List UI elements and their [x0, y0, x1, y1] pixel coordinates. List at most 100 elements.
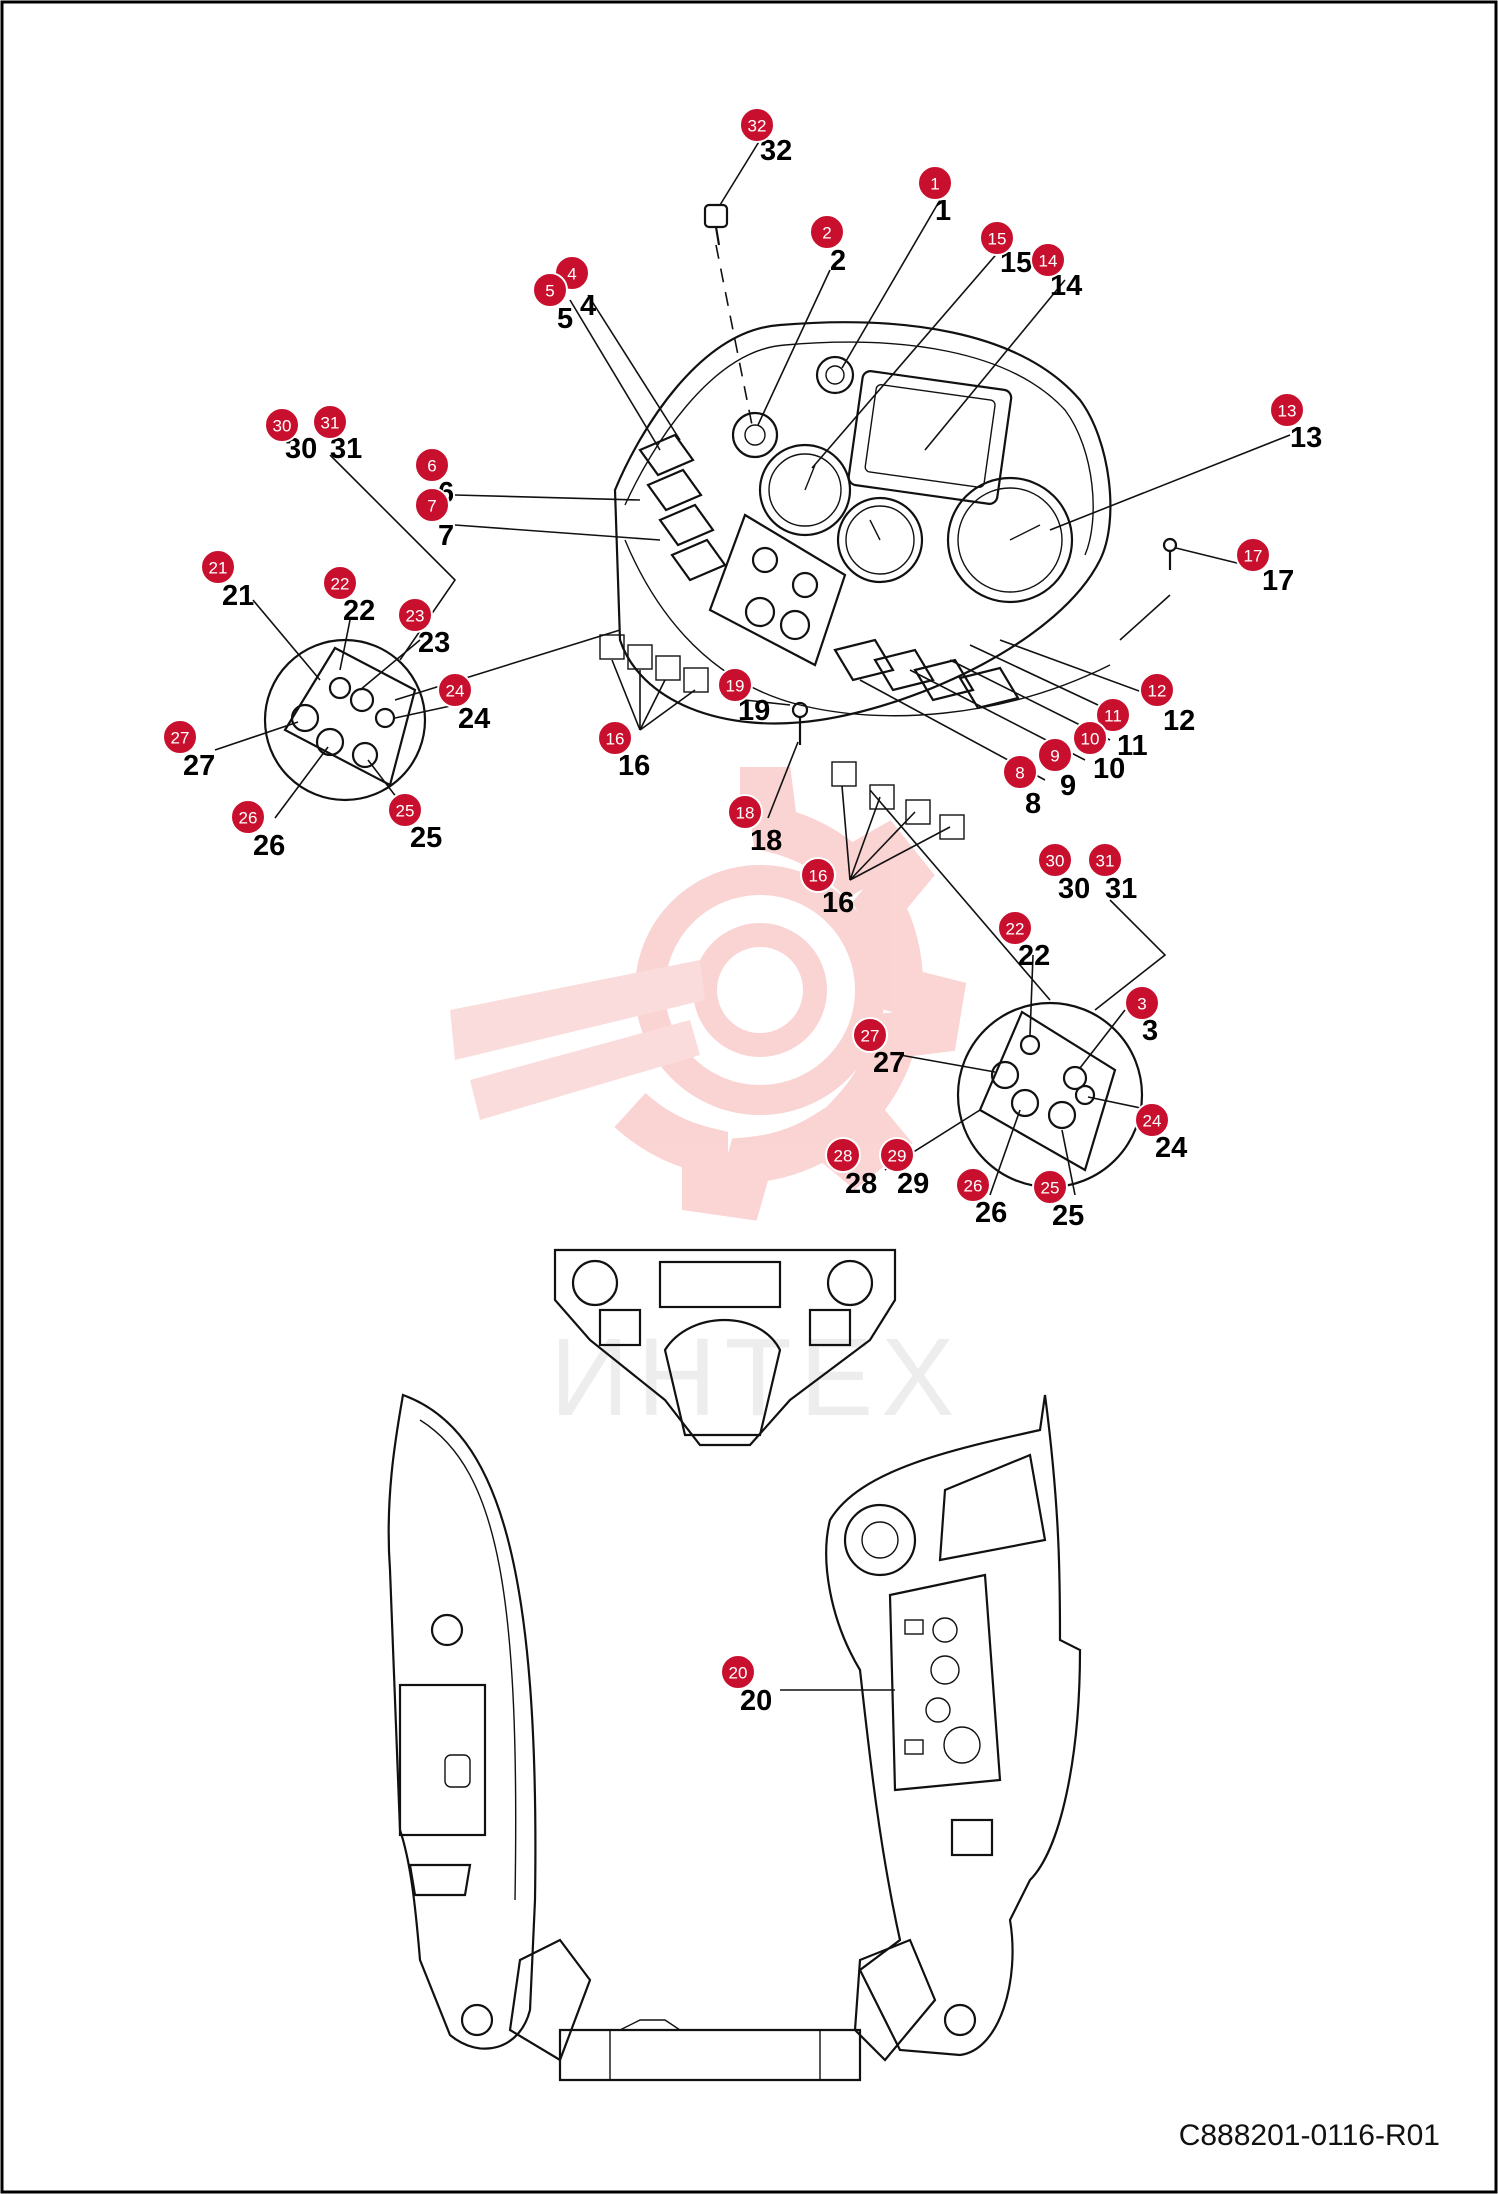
watermark-logo: ИНТЕХ: [450, 767, 967, 1439]
badge-circle: [414, 487, 450, 523]
badge-number: 31: [321, 414, 340, 433]
badge-circle: [1072, 720, 1108, 756]
callout-badge-15[interactable]: 15: [979, 220, 1015, 256]
callout-badge-6[interactable]: 6: [414, 447, 450, 483]
badge-number: 28: [834, 1147, 853, 1166]
callout-badge-31[interactable]: 31: [312, 404, 348, 440]
callout-badge-12[interactable]: 12: [1139, 672, 1175, 708]
callout-badge-30[interactable]: 30: [1037, 842, 1073, 878]
callout-label-21: 21: [222, 580, 254, 612]
callout-badge-26[interactable]: 26: [230, 799, 266, 835]
badge-number: 25: [1041, 1179, 1060, 1198]
callout-label-17: 17: [1262, 565, 1294, 597]
badge-number: 26: [239, 809, 258, 828]
callout-badge-28[interactable]: 28: [825, 1137, 861, 1173]
badge-number: 29: [888, 1147, 907, 1166]
badge-number: 12: [1148, 682, 1167, 701]
callout-label-5: 5: [557, 303, 573, 335]
badge-number: 23: [406, 607, 425, 626]
callout-badge-10[interactable]: 10: [1072, 720, 1108, 756]
badge-circle: [1037, 842, 1073, 878]
callout-badge-11[interactable]: 11: [1095, 697, 1131, 733]
badge-number: 32: [748, 117, 767, 136]
callout-badge-16[interactable]: 16: [800, 857, 836, 893]
callout-badge-27[interactable]: 27: [852, 1017, 888, 1053]
callout-badge-26[interactable]: 26: [955, 1167, 991, 1203]
badge-number: 30: [1046, 852, 1065, 871]
callout-badge-19[interactable]: 19: [717, 667, 753, 703]
callout-badge-9[interactable]: 9: [1037, 737, 1073, 773]
callout-badge-2[interactable]: 2: [809, 214, 845, 250]
badge-circle: [312, 404, 348, 440]
badge-circle: [264, 407, 300, 443]
callout-badge-32[interactable]: 32: [739, 107, 775, 143]
callout-badge-14[interactable]: 14: [1030, 242, 1066, 278]
callout-badge-31[interactable]: 31: [1087, 842, 1123, 878]
callout-label-12: 12: [1163, 705, 1195, 737]
badge-number: 4: [567, 265, 576, 284]
callout-badge-21[interactable]: 21: [200, 549, 236, 585]
callout-label-20: 20: [740, 1685, 772, 1717]
callout-badge-24[interactable]: 24: [1134, 1102, 1170, 1138]
callout-badge-3[interactable]: 3: [1124, 985, 1160, 1021]
badge-circle: [955, 1167, 991, 1203]
badge-number: 25: [396, 802, 415, 821]
badge-circle: [1095, 697, 1131, 733]
callout-badge-22[interactable]: 22: [322, 565, 358, 601]
callout-badge-16[interactable]: 16: [597, 720, 633, 756]
callout-label-7: 7: [438, 520, 454, 552]
badge-circle: [717, 667, 753, 703]
badge-circle: [720, 1654, 756, 1690]
callout-badge-1[interactable]: 1: [917, 165, 953, 201]
callout-badge-13[interactable]: 13: [1269, 392, 1305, 428]
badge-number: 31: [1096, 852, 1115, 871]
badge-circle: [1269, 392, 1305, 428]
badge-circle: [597, 720, 633, 756]
callout-badge-29[interactable]: 29: [879, 1137, 915, 1173]
callout-badge-18[interactable]: 18: [727, 794, 763, 830]
badge-number: 26: [964, 1177, 983, 1196]
callout-badge-5[interactable]: 5: [532, 272, 568, 308]
badge-number: 10: [1081, 730, 1100, 749]
callout-badge-7[interactable]: 7: [414, 487, 450, 523]
badge-circle: [1134, 1102, 1170, 1138]
badge-number: 19: [726, 677, 745, 696]
badge-number: 18: [736, 804, 755, 823]
badge-number: 16: [606, 730, 625, 749]
badge-circle: [387, 792, 423, 828]
badge-circle: [800, 857, 836, 893]
console-bottom-bar: [558, 2019, 862, 2082]
badge-circle: [532, 272, 568, 308]
callout-label-8: 8: [1025, 788, 1041, 820]
badge-circle: [162, 719, 198, 755]
callout-badge-27[interactable]: 27: [162, 719, 198, 755]
callout-label-22: 22: [343, 595, 375, 627]
callout-badge-25[interactable]: 25: [1032, 1169, 1068, 1205]
callout-badge-30[interactable]: 30: [264, 407, 300, 443]
badge-circle: [437, 672, 473, 708]
badge-circle: [727, 794, 763, 830]
callout-label-4: 4: [580, 290, 596, 322]
callout-badge-25[interactable]: 25: [387, 792, 423, 828]
callout-badge-20[interactable]: 20: [720, 1654, 756, 1690]
callout-label-27: 27: [873, 1047, 905, 1079]
badge-circle: [852, 1017, 888, 1053]
callout-badge-8[interactable]: 8: [1002, 754, 1038, 790]
badge-circle: [230, 799, 266, 835]
leader-lines: [214, 139, 1291, 1691]
callout-label-2: 2: [830, 245, 846, 277]
callout-label-13: 13: [1290, 422, 1322, 454]
callout-label-29: 29: [897, 1168, 929, 1200]
badge-circle: [322, 565, 358, 601]
callout-badge-24[interactable]: 24: [437, 672, 473, 708]
badge-circle: [1139, 672, 1175, 708]
badge-number: 9: [1050, 747, 1059, 766]
badge-number: 17: [1244, 547, 1263, 566]
badge-number: 20: [729, 1664, 748, 1683]
callout-label-30: 30: [1058, 873, 1090, 905]
callout-badge-22[interactable]: 22: [997, 910, 1033, 946]
callout-badge-17[interactable]: 17: [1235, 537, 1271, 573]
callout-badge-23[interactable]: 23: [397, 597, 433, 633]
